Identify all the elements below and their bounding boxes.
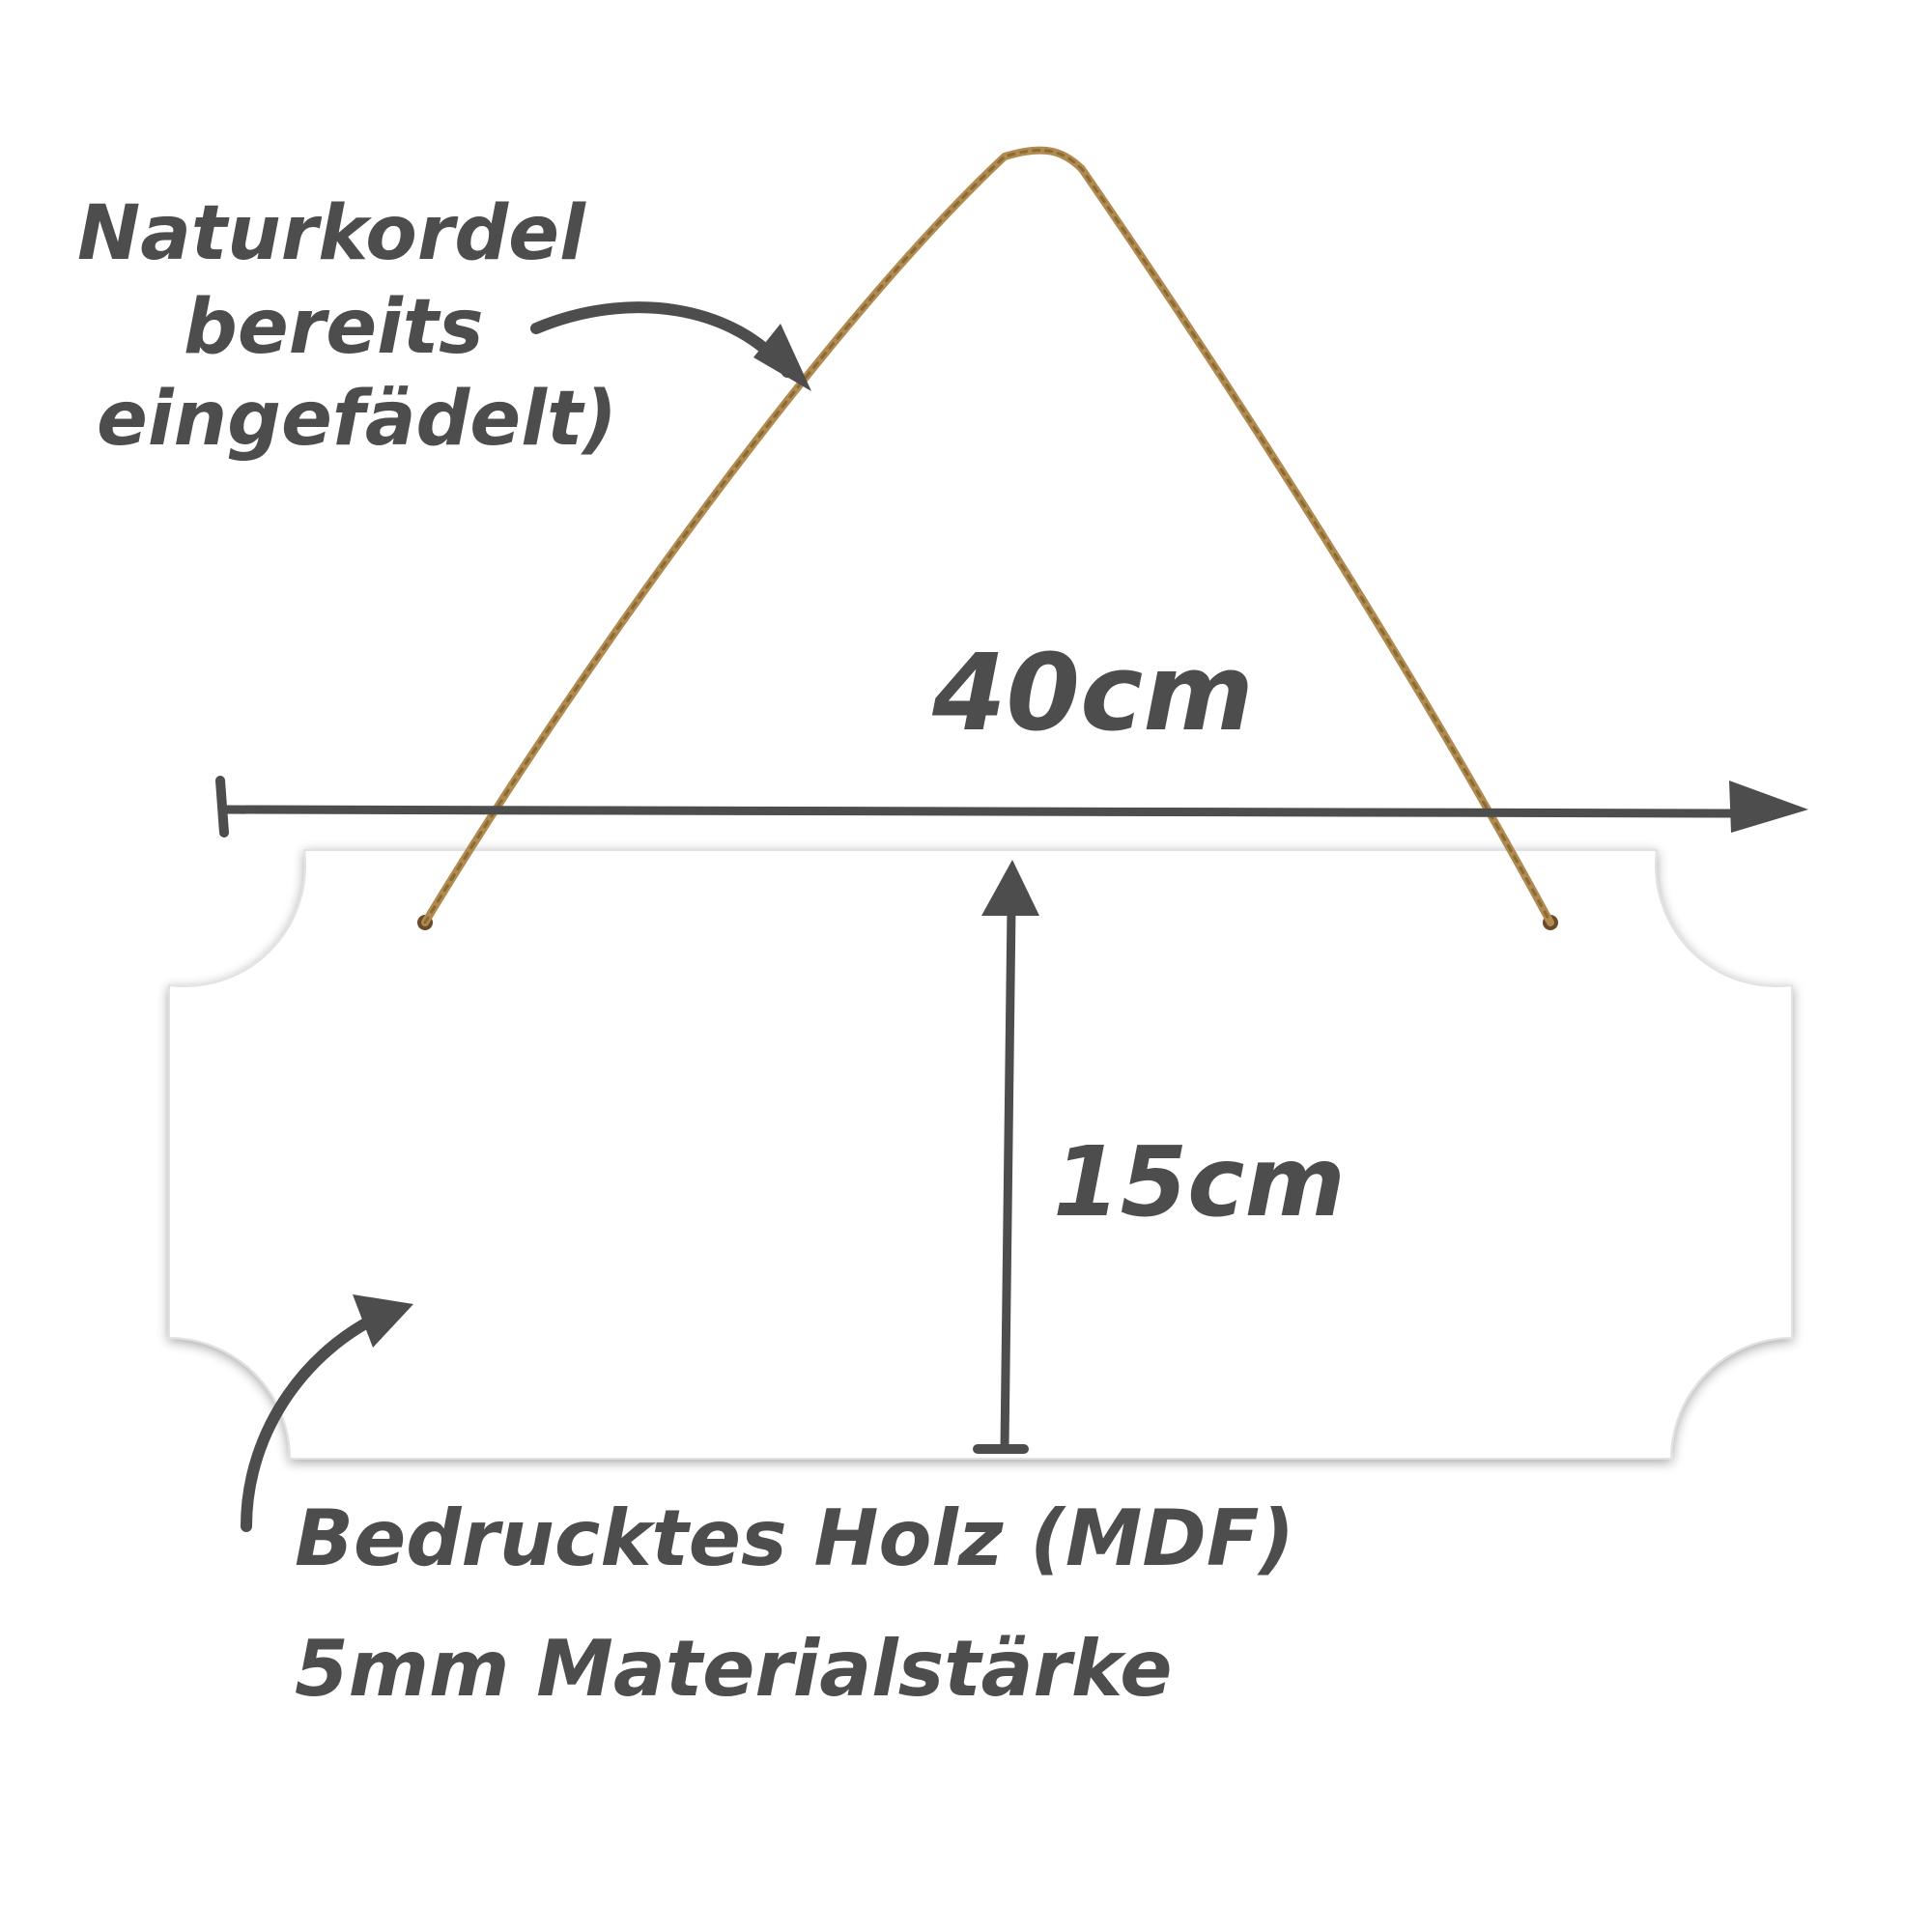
material-label-line2: 5mm Materialstärke [295, 1624, 1173, 1714]
natural-cord [421, 146, 1554, 926]
height-label: 15cm [1053, 1125, 1346, 1238]
height-dimension-arrow [973, 860, 1039, 1454]
cord-label-line3: eingefädelt) [97, 376, 617, 463]
material-label-line1: Bedrucktes Holz (MDF) [295, 1493, 1294, 1583]
height-arrowhead [981, 860, 1039, 916]
width-arrowhead [1729, 781, 1808, 833]
width-label: 40cm [931, 631, 1254, 754]
sign-board [168, 849, 1793, 1460]
cord-label-line2: bereits [184, 284, 484, 371]
cord-pointer-arrow [530, 301, 811, 391]
board-pointer-arrow [241, 1294, 413, 1532]
cord-label-line1: Naturkordel [77, 190, 586, 277]
width-dimension-arrow [215, 776, 1808, 838]
width-arrow-start-tick [215, 776, 229, 838]
